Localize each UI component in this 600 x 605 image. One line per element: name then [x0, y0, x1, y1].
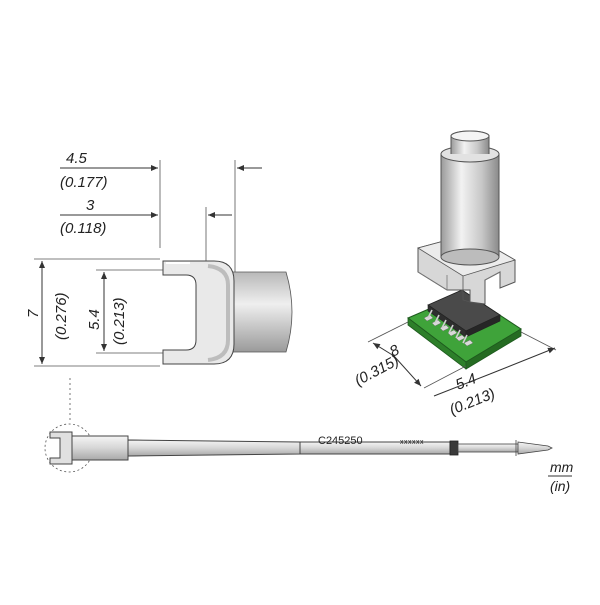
- dim-width-outer-in: (0.177): [60, 174, 108, 191]
- front-view: 4.5 (0.177) 3 (0.118) 7 (0.276) 5.4 (0.2…: [25, 150, 293, 367]
- shank-cylinder: [224, 271, 293, 353]
- ic-chip: [427, 289, 501, 344]
- dim-height-inner-mm: 5.4: [86, 309, 103, 330]
- units-legend: mm (in): [548, 459, 574, 494]
- dim-height-outer-mm: 7: [25, 309, 42, 318]
- dimension-line: [372, 342, 395, 357]
- batch-code: xxxxxx: [400, 439, 424, 446]
- dim-width-inner-in: (0.118): [60, 220, 106, 237]
- extension-line: [367, 321, 409, 343]
- tip-end-shaft: [457, 443, 519, 453]
- fork-tip-front: [162, 260, 235, 365]
- tip-fork-end: [49, 431, 129, 465]
- dimension-line: [489, 347, 556, 375]
- tip-point: [517, 441, 553, 455]
- dim-height-outer-in: (0.276): [53, 292, 70, 340]
- chip-leads: [427, 309, 468, 344]
- part-number: C245250: [318, 435, 363, 447]
- tip-ring: [449, 440, 459, 456]
- dim-width-inner-mm: 3: [86, 197, 95, 214]
- dim-length-in: (0.315): [352, 352, 402, 389]
- dimension-line: [393, 355, 422, 387]
- dim-width-mm: 5.4: [453, 370, 479, 394]
- dimension-line: [433, 373, 491, 397]
- shank-iso: [440, 130, 500, 266]
- tip-sleeve: [71, 435, 129, 461]
- iso-view: 8 (0.315) 5.4 (0.213): [352, 130, 557, 419]
- extension-line: [423, 365, 467, 389]
- full-tip-view: C245250 xxxxxx: [44, 378, 553, 473]
- chip-side: [465, 314, 501, 338]
- dim-width-in: (0.213): [447, 385, 497, 419]
- dim-height-inner-in: (0.213): [111, 297, 128, 345]
- pcb-side-right: [465, 328, 522, 370]
- shank-body: [440, 153, 500, 258]
- unit-primary: mm: [550, 459, 574, 475]
- dim-width-outer-mm: 4.5: [66, 150, 88, 167]
- extension-line: [520, 331, 557, 351]
- unit-secondary: (in): [550, 478, 570, 494]
